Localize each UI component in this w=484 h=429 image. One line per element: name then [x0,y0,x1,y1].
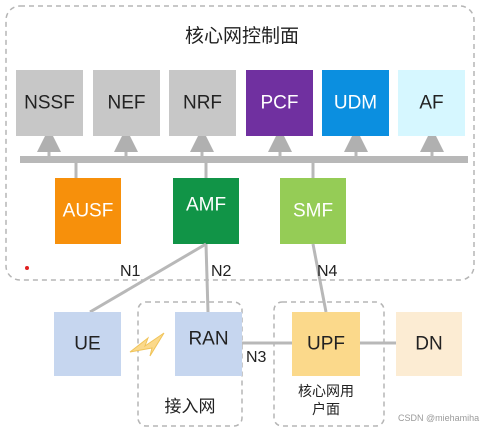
mid-connectors [74,163,315,178]
top-connectors [37,128,444,156]
node-ran[interactable]: RAN [175,312,242,376]
node-dn-box [396,312,462,376]
nf-smf-box [280,178,346,244]
service-bus [20,156,468,163]
interface-label-n4: N4 [317,263,338,280]
nf-amf[interactable]: AMF [173,178,239,244]
interface-label-n1: N1 [120,263,141,280]
node-upf-box [292,312,360,376]
access-network-label: 接入网 [165,397,216,417]
control-plane-title: 核心网控制面 [185,25,299,47]
interface-label-n2: N2 [211,263,232,280]
interface-lines [89,242,396,345]
nf-nssf[interactable]: NSSF [16,70,83,136]
nf-af-label: AF [419,93,443,114]
nf-ausf-label: AUSF [63,201,114,222]
nf-nrf-label: NRF [183,93,222,114]
nf-nssf-box [16,70,83,136]
node-dn-label: DN [415,334,442,355]
nf-smf-label: SMF [293,201,333,222]
red-dot-marker [25,266,29,270]
user-plane-label-line2: 户面 [312,401,340,418]
user-plane-label-line1: 核心网用 [298,384,354,400]
nf-nrf[interactable]: NRF [169,70,236,136]
node-ran-label: RAN [188,329,228,350]
nf-udm[interactable]: UDM [322,70,389,136]
nf-smf[interactable]: SMF [280,178,346,244]
node-dn[interactable]: DN [396,312,462,376]
wireless-lightning-icon [129,332,165,357]
node-upf[interactable]: UPF [292,312,360,376]
nf-amf-label: AMF [186,195,226,216]
nf-udm-label: UDM [334,93,377,114]
nf-amf-box [173,178,239,244]
nf-pcf-box [246,70,313,136]
node-upf-label: UPF [307,334,345,355]
node-ue[interactable]: UE [54,312,121,376]
nf-pcf-label: PCF [261,93,299,114]
user-plane-frame [273,301,385,427]
nf-udm-box [322,70,389,136]
node-ue-label: UE [74,334,100,355]
nf-nef[interactable]: NEF [93,70,160,136]
nf-ausf[interactable]: AUSF [55,178,121,244]
nf-ausf-box [55,178,121,244]
nf-af[interactable]: AF [398,70,465,136]
nf-pcf[interactable]: PCF [246,70,313,136]
nf-nef-label: NEF [108,93,146,114]
node-ran-box [175,312,242,376]
node-ue-box [54,312,121,376]
nf-nef-box [93,70,160,136]
nf-nrf-box [169,70,236,136]
nf-nssf-label: NSSF [24,93,75,114]
nf-af-box [398,70,465,136]
interface-label-n3: N3 [246,349,267,366]
watermark-text: CSDN @miehamiha [398,413,479,423]
